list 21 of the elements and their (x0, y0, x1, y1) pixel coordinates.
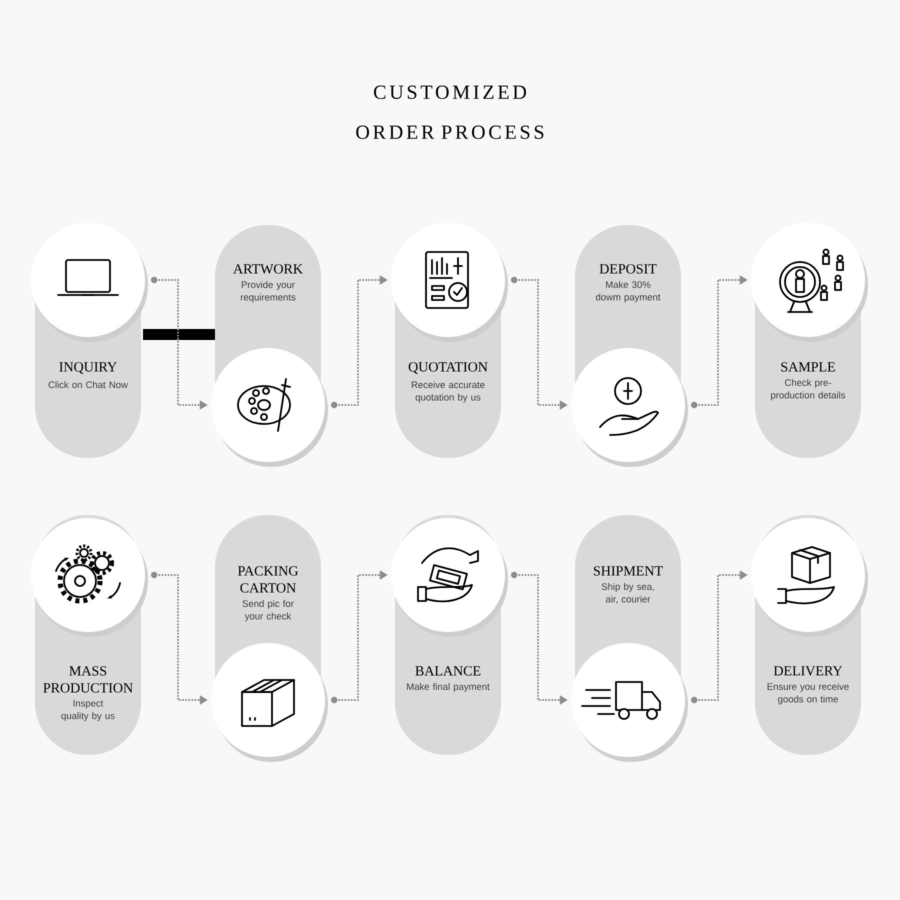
step-description: Receive accurate quotation by us (412, 381, 485, 402)
step-title: ARTWORK (233, 264, 303, 274)
step-description: Make 30% dowm payment (596, 281, 660, 302)
step-description: Check pre-production details (771, 379, 846, 400)
step-description: Provide your requirements (240, 281, 296, 302)
step-title: PACKING CARTON (238, 566, 298, 593)
step-description: Click on Chat Now (48, 381, 128, 388)
title: CUSTOMIZED ORDER PROCESS (356, 86, 544, 139)
step-title: SHIPMENT (594, 566, 663, 576)
step-title: SAMPLE (781, 362, 835, 372)
step-description: Ensure you receive goods on time (768, 682, 849, 704)
step-description: Make final payment (407, 683, 490, 692)
step-title: MASS PRODUCTION (43, 666, 133, 693)
step-description: Inspect quality by us (61, 700, 115, 722)
step-description: Ship by sea, air, courier (602, 583, 654, 604)
step-title: BALANCE (415, 666, 480, 676)
step-description: Send pic for your check (242, 600, 294, 622)
step-title: DEPOSIT (600, 264, 657, 274)
step-title: INQUIRY (59, 362, 117, 374)
step-title: QUOTATION (408, 362, 488, 374)
step-title: DELIVERY (774, 666, 842, 676)
